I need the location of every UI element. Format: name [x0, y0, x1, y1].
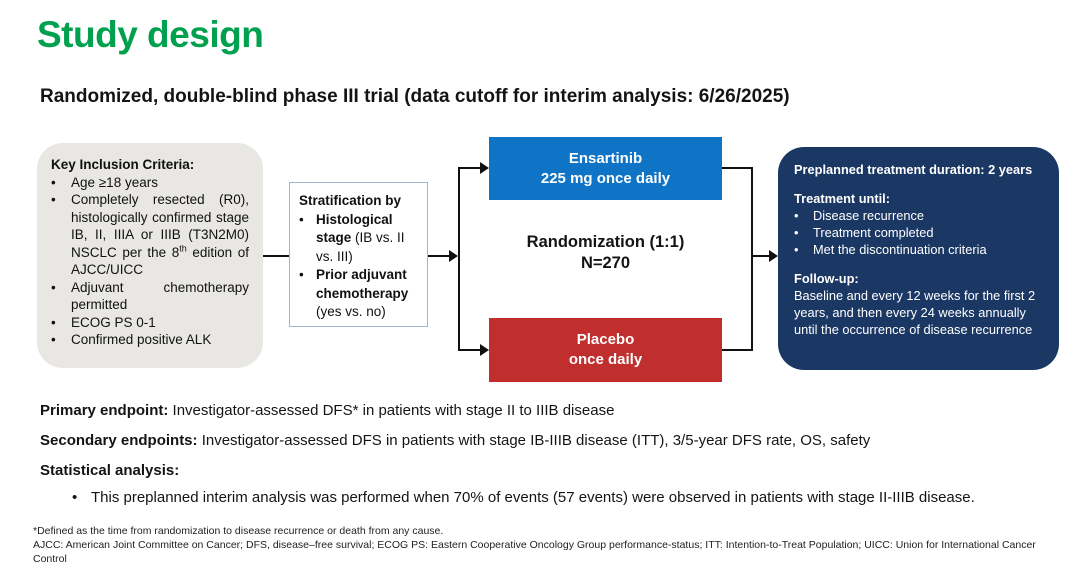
treatment-item-recurrence: Disease recurrence — [813, 208, 924, 223]
stratification-item-stage: Histological stage (IB vs. II vs. III) — [316, 211, 405, 264]
inclusion-item-chemo: Adjuvant chemotherapy permitted — [71, 279, 249, 313]
stratification-item-chemo: Prior adjuvant chemotherapy (yes vs. no) — [316, 267, 409, 319]
inclusion-item-resected: Completely resected (R0), histologically… — [71, 192, 249, 277]
inclusion-item-age: Age ≥18 years — [71, 174, 158, 190]
bullet-marker: • — [794, 208, 799, 223]
bullet-marker: • — [794, 225, 799, 240]
arrowhead-to-outcome — [769, 250, 778, 262]
list-item: • Histological stage (IB vs. II vs. III) — [299, 211, 419, 267]
stratification-title: Stratification by — [299, 193, 402, 208]
randomization-label: Randomization (1:1) N=270 — [489, 232, 722, 274]
list-item: • Adjuvant chemotherapy permitted — [51, 279, 249, 314]
list-item: • ECOG PS 0-1 — [51, 314, 249, 332]
connector-ensartinib-to-merge — [722, 167, 753, 169]
list-item: • Treatment completed — [794, 224, 1047, 241]
ensartinib-name: Ensartinib — [568, 149, 643, 167]
treatment-item-discontinuation: Met the discontinuation criteria — [813, 242, 987, 257]
treatment-until-label: Treatment until: — [794, 191, 890, 206]
spacer — [794, 178, 1047, 190]
bullet-marker: • — [299, 267, 304, 282]
followup-label: Follow-up: — [794, 271, 859, 286]
arrowhead-to-ensartinib — [480, 162, 489, 174]
statistical-analysis-label: Statistical analysis: — [40, 462, 180, 479]
bullet-marker: • — [51, 174, 56, 190]
treatment-item-completed: Treatment completed — [813, 225, 934, 240]
bullet-marker: • — [51, 314, 56, 330]
connector-merge-to-outcome — [751, 255, 769, 257]
list-item: • Confirmed positive ALK — [51, 331, 249, 349]
connector-branch-to-placebo — [458, 349, 480, 351]
randomization-ratio: Randomization (1:1) — [526, 233, 685, 251]
arrowhead-to-placebo — [480, 344, 489, 356]
secondary-endpoint-line: Secondary endpoints: Investigator-assess… — [40, 432, 870, 449]
statistical-analysis-bullet: • This preplanned interim analysis was p… — [72, 489, 975, 506]
outcome-heading: Preplanned treatment duration: 2 years — [794, 162, 1033, 177]
ensartinib-arm-box: Ensartinib 225 mg once daily — [489, 137, 722, 200]
secondary-endpoint-label: Secondary endpoints: — [40, 432, 198, 449]
footnote-definition: *Defined as the time from randomization … — [33, 525, 444, 537]
superscript-th: th — [179, 243, 187, 253]
bullet-marker: • — [72, 489, 78, 506]
inclusion-item-alk: Confirmed positive ALK — [71, 332, 212, 347]
merge-line-right — [751, 167, 753, 351]
branch-line-left — [458, 167, 460, 351]
bullet-marker: • — [51, 192, 56, 207]
connector-inclusion-to-stratification — [263, 255, 289, 257]
bullet-marker: • — [299, 211, 304, 227]
list-item: • Completely resected (R0), histological… — [51, 191, 249, 279]
placebo-dose: once daily — [568, 351, 643, 368]
placebo-arm-box: Placebo once daily — [489, 318, 722, 382]
inclusion-item-ecog: ECOG PS 0-1 — [71, 314, 156, 330]
randomization-n: N=270 — [580, 254, 631, 272]
followup-text: Baseline and every 12 weeks for the firs… — [794, 288, 1036, 337]
footnote-abbreviations: AJCC: American Joint Committee on Cancer… — [33, 539, 1036, 565]
list-item: • Age ≥18 years — [51, 174, 249, 192]
arrowhead-to-branch — [449, 250, 458, 262]
bullet-marker: • — [51, 332, 56, 347]
treatment-outcome-box: Preplanned treatment duration: 2 years T… — [778, 147, 1059, 370]
connector-branch-to-ensartinib — [458, 167, 480, 169]
inclusion-title: Key Inclusion Criteria: — [51, 157, 195, 172]
list-item: • Disease recurrence — [794, 207, 1047, 224]
connector-stratification-to-branch — [428, 255, 450, 257]
inclusion-criteria-box: Key Inclusion Criteria: • Age ≥18 years … — [37, 143, 263, 368]
placebo-name: Placebo — [576, 331, 635, 348]
bullet-marker: • — [794, 242, 799, 257]
primary-endpoint-text: Investigator-assessed DFS* in patients w… — [168, 402, 615, 419]
statistical-analysis-line: Statistical analysis: — [40, 462, 179, 479]
statistical-analysis-text: This preplanned interim analysis was per… — [91, 489, 975, 506]
spacer — [794, 258, 1047, 270]
list-item: • Met the discontinuation criteria — [794, 241, 1047, 258]
slide-subtitle: Randomized, double-blind phase III trial… — [40, 86, 790, 107]
bullet-marker: • — [51, 279, 56, 295]
page-title: Study design — [37, 14, 264, 55]
primary-endpoint-line: Primary endpoint: Investigator-assessed … — [40, 402, 614, 419]
secondary-endpoint-text: Investigator-assessed DFS in patients wi… — [197, 432, 871, 449]
stratification-box: Stratification by • Histological stage (… — [289, 182, 428, 327]
primary-endpoint-label: Primary endpoint: — [40, 402, 169, 419]
connector-placebo-to-merge — [722, 349, 753, 351]
list-item: • Prior adjuvant chemotherapy (yes vs. n… — [299, 266, 419, 322]
ensartinib-dose: 225 mg once daily — [540, 169, 671, 187]
